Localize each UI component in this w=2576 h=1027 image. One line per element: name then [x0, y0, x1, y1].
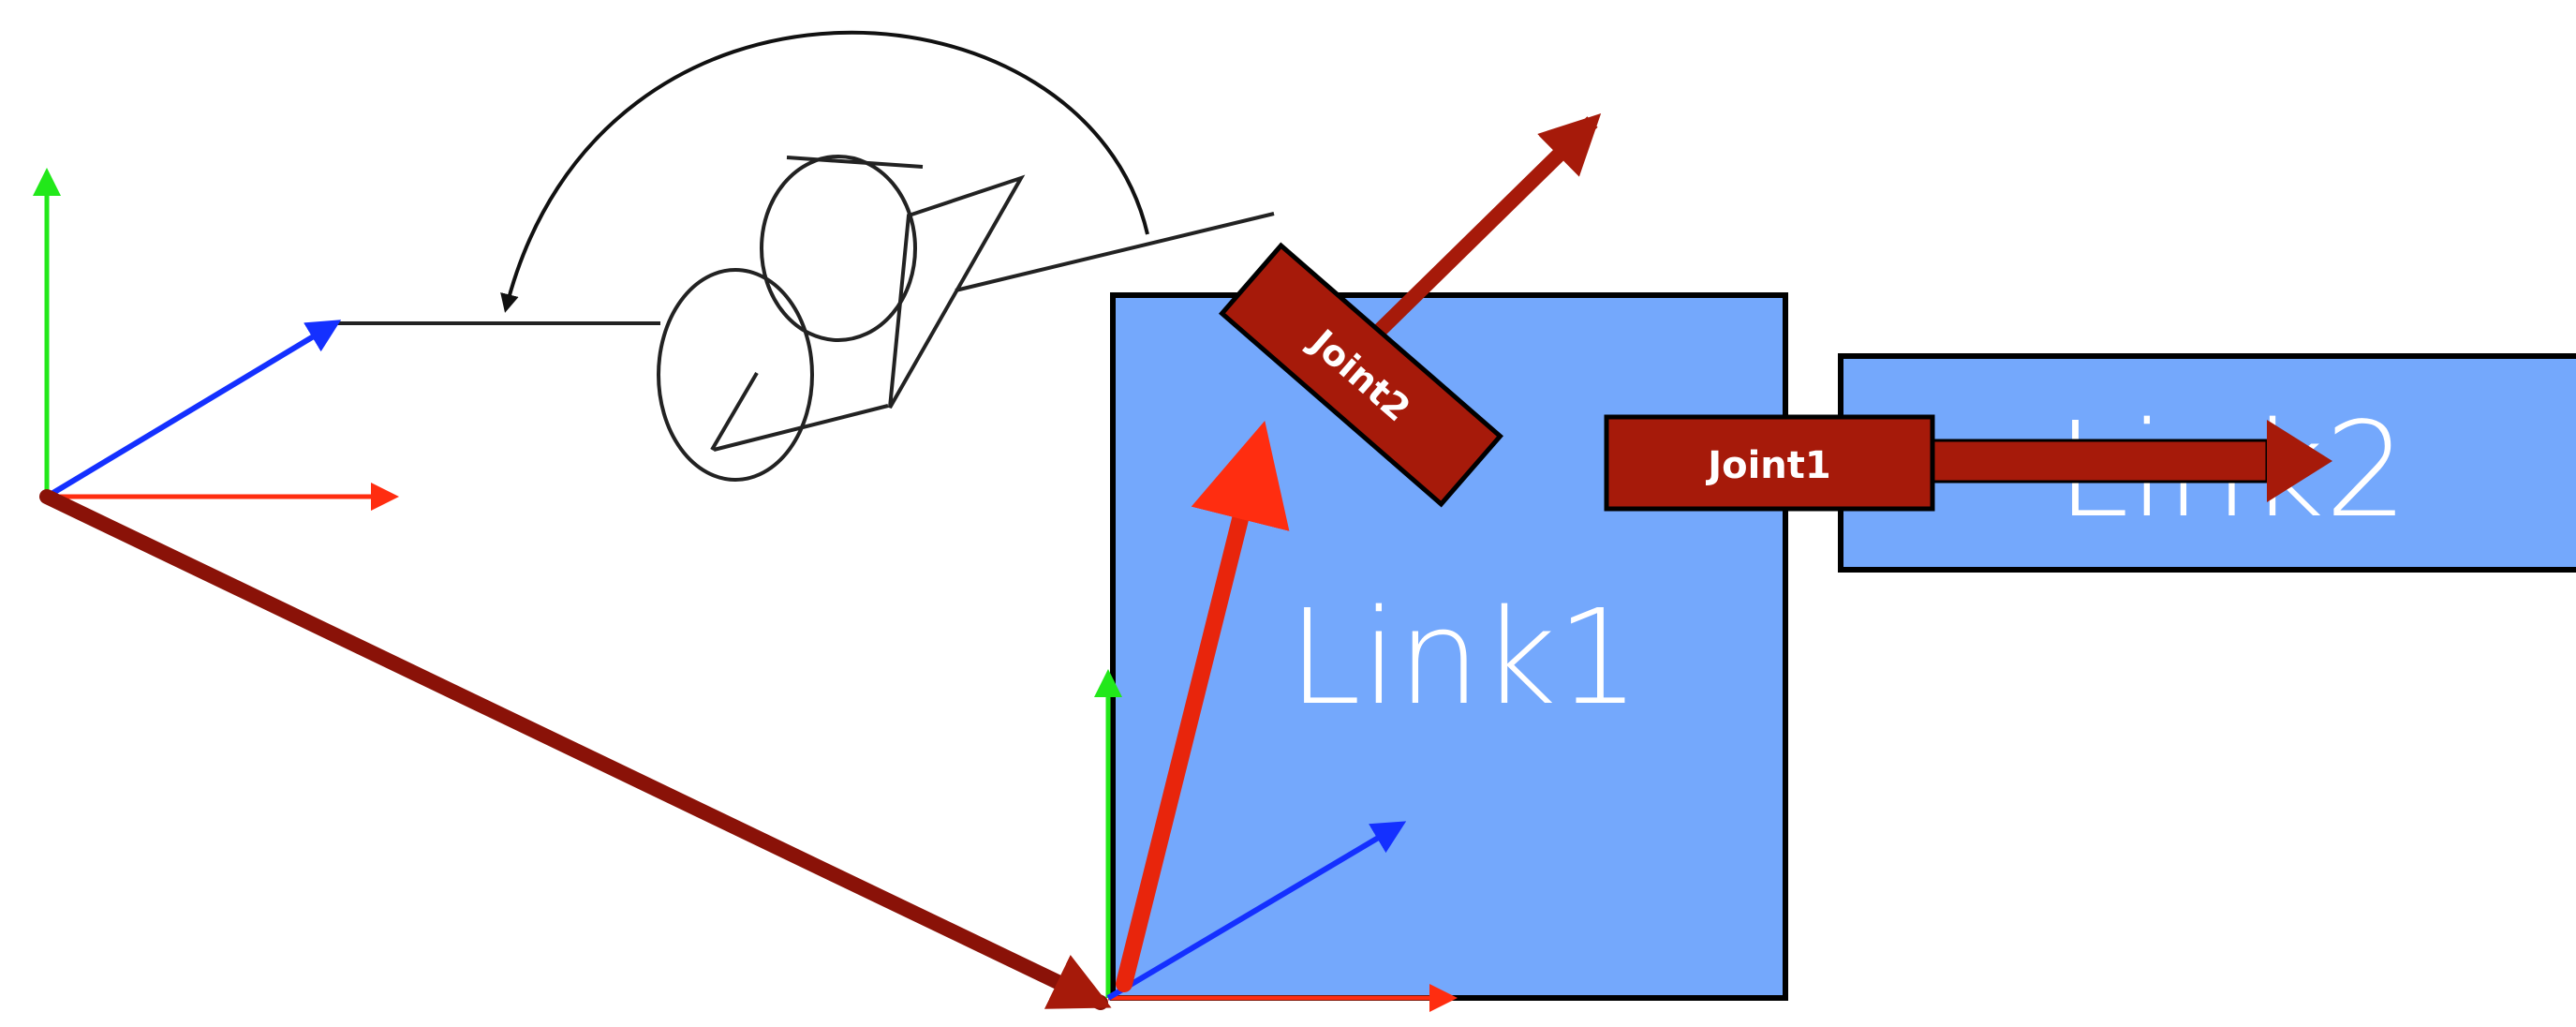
link1-to-joint2-offset-arrow [1116, 421, 1290, 992]
link1-frame [1094, 669, 1458, 1012]
joint1-axis-arrowhead [2267, 420, 2332, 502]
joint1-label: Joint1 [1705, 444, 1831, 487]
joint1-body [1604, 414, 1935, 512]
world-to-link1-offset-arrow [39, 489, 1112, 1010]
world-z-axis [45, 320, 342, 499]
revolute-joint-sketch-icon [333, 155, 1275, 482]
joint1-axis-shaft [1928, 439, 2269, 484]
joint2: Joint2 [1219, 113, 1602, 508]
joint2-axis-arrow [1348, 113, 1602, 362]
curved-arrow-icon [500, 30, 1149, 313]
link1-z-axis [1106, 821, 1407, 1001]
joint1: Joint1 [1604, 414, 2332, 512]
link1-label: Link1 [1288, 582, 1640, 735]
world-frame [33, 168, 399, 511]
joint2-body [1219, 242, 1503, 508]
